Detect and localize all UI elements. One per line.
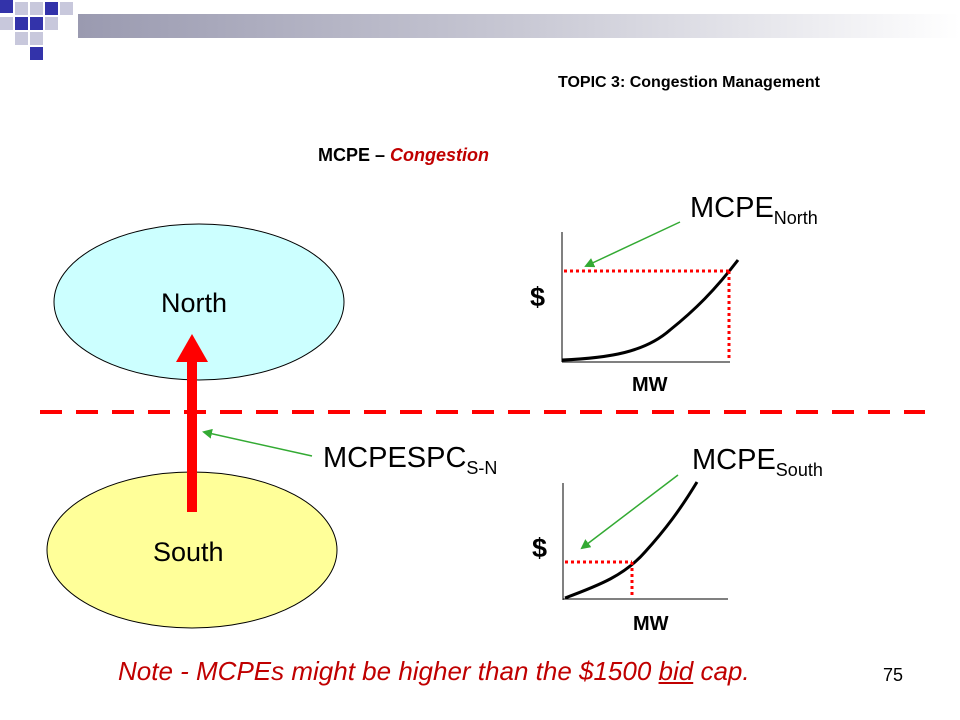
mcpe-south-main: MCPE bbox=[692, 444, 776, 476]
header-bar bbox=[78, 14, 960, 38]
header-decoration bbox=[0, 0, 960, 60]
north-supply-chart bbox=[561, 232, 740, 363]
mcpespc-main: MCPESPC bbox=[323, 442, 467, 474]
mcpe-north-pointer bbox=[584, 221, 681, 268]
note-text-end: cap. bbox=[693, 656, 750, 686]
south-label: South bbox=[153, 537, 224, 567]
mcpe-south-sub: South bbox=[775, 460, 823, 480]
bid-cap-note: Note - MCPEs might be higher than the $1… bbox=[118, 656, 750, 687]
slide-subtitle: MCPE – Congestion bbox=[318, 145, 489, 166]
flow-arrow-head bbox=[176, 334, 208, 362]
topic-title: TOPIC 3: Congestion Management bbox=[558, 74, 820, 91]
south-supply-chart bbox=[562, 481, 728, 600]
north-region bbox=[53, 223, 345, 381]
subtitle-highlight: Congestion bbox=[390, 145, 490, 165]
logo-squares bbox=[0, 0, 73, 60]
note-text-underlined: bid bbox=[658, 656, 694, 686]
south-price-axis-label: $ bbox=[532, 533, 548, 563]
north-supply-curve bbox=[561, 259, 740, 362]
mcpe-north-label: MCPENorth bbox=[690, 192, 818, 229]
south-supply-curve bbox=[564, 481, 699, 600]
mcpespc-sub: S-N bbox=[466, 458, 498, 478]
mcpespc-pointer bbox=[202, 428, 313, 457]
mcpe-north-sub: North bbox=[773, 208, 818, 228]
mcpe-north-main: MCPE bbox=[690, 192, 774, 224]
mcpe-south-pointer bbox=[580, 474, 679, 550]
north-label: North bbox=[161, 288, 228, 318]
south-quantity-axis-label: MW bbox=[633, 613, 669, 635]
mcpe-south-label: MCPESouth bbox=[692, 444, 823, 481]
north-quantity-axis-label: MW bbox=[632, 374, 668, 396]
north-price-axis-label: $ bbox=[530, 282, 546, 312]
page-number: 75 bbox=[883, 665, 904, 685]
note-text-start: Note - MCPEs might be higher than the $1… bbox=[118, 656, 659, 686]
mcpespc-label: MCPESPCS-N bbox=[323, 442, 497, 479]
subtitle-prefix: MCPE – bbox=[318, 145, 391, 165]
